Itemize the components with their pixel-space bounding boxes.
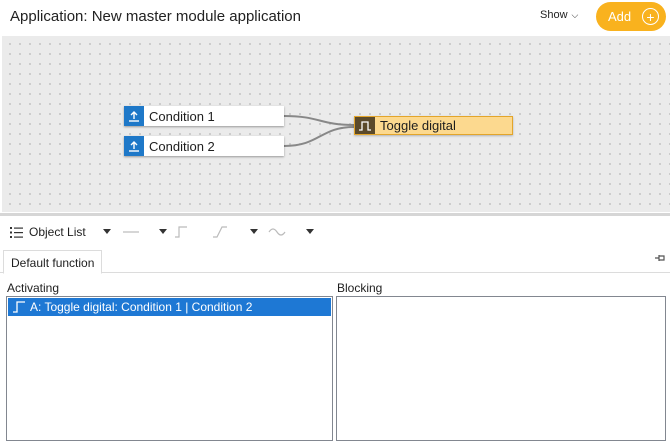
object-list-label: Object List — [29, 225, 86, 239]
input-icon — [124, 136, 144, 156]
toolbar: Object List — [0, 218, 670, 248]
object-list-button[interactable]: Object List — [10, 225, 86, 239]
node-label: Condition 2 — [149, 138, 215, 154]
node-label: Toggle digital — [380, 118, 456, 133]
rising-edge-icon[interactable] — [174, 226, 188, 238]
ramp-icon[interactable] — [212, 226, 228, 238]
show-label: Show — [540, 9, 568, 21]
list-item[interactable]: A: Toggle digital: Condition 1 | Conditi… — [8, 298, 331, 316]
rising-edge-icon — [13, 301, 25, 313]
node-label: Condition 1 — [149, 108, 215, 124]
pin-icon[interactable] — [654, 252, 666, 264]
show-dropdown[interactable]: Show ⌵ — [540, 9, 578, 21]
link-condition-2 — [283, 126, 355, 147]
toggle-digital-node[interactable]: Toggle digital — [354, 116, 513, 135]
page-title: Application: New master module applicati… — [10, 8, 301, 25]
condition-node-1[interactable]: Condition 1 — [124, 106, 284, 126]
header: Application: New master module applicati… — [0, 0, 670, 34]
add-button[interactable]: Add + — [596, 2, 666, 31]
logic-canvas[interactable]: Condition 1 Condition 2 Toggle digital — [2, 36, 670, 212]
object-list-dropdown[interactable] — [103, 229, 111, 234]
splitter[interactable] — [0, 213, 670, 216]
connection-lines — [283, 115, 355, 147]
input-icon — [124, 106, 144, 126]
signal-dropdown[interactable] — [159, 229, 167, 234]
constant-signal-icon[interactable] — [122, 226, 140, 238]
activating-label: Activating — [7, 281, 60, 295]
link-condition-1 — [283, 115, 355, 126]
tab-strip: Default function — [0, 249, 670, 274]
list-item-label: A: Toggle digital: Condition 1 | Conditi… — [30, 300, 253, 314]
ramp-dropdown[interactable] — [250, 229, 258, 234]
wave-dropdown[interactable] — [306, 229, 314, 234]
tab-default-function[interactable]: Default function — [3, 250, 103, 274]
condition-node-2[interactable]: Condition 2 — [124, 136, 284, 156]
activating-list[interactable]: A: Toggle digital: Condition 1 | Conditi… — [6, 296, 333, 441]
blocking-list[interactable] — [336, 296, 666, 441]
blocking-label: Blocking — [337, 281, 383, 295]
sine-wave-icon[interactable] — [268, 226, 286, 238]
toggle-pulse-icon — [355, 117, 375, 134]
plus-circle-icon: + — [642, 8, 659, 25]
add-label: Add — [608, 9, 632, 24]
list-icon — [10, 226, 23, 238]
chevron-down-icon: ⌵ — [571, 9, 579, 20]
